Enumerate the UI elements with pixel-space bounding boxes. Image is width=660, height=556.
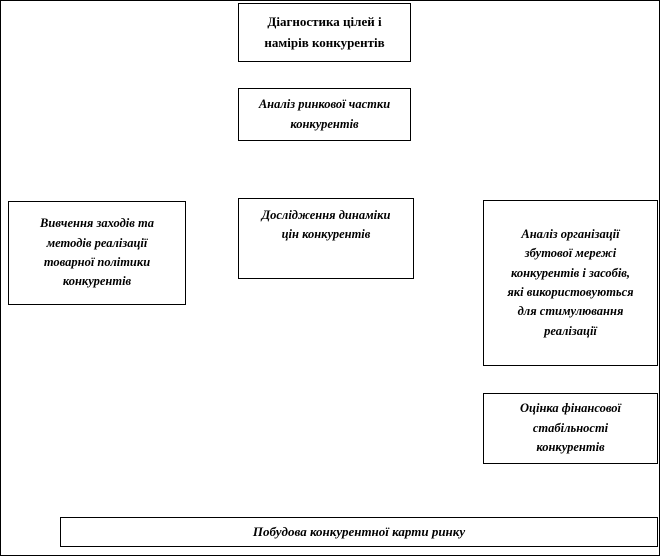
diagram-box-goals-diagnostics: Діагностика цілей і намірів конкурентів [238, 3, 411, 62]
diagram-box-market-share-analysis: Аналіз ринкової частки конкурентів [238, 88, 411, 141]
diagram-box-price-dynamics: Дослідження динаміки цін конкурентів [238, 198, 414, 279]
diagram-box-financial-stability: Оцінка фінансової стабільності конкурент… [483, 393, 658, 464]
diagram-box-sales-network-analysis: Аналіз організації збутової мережі конку… [483, 200, 658, 366]
diagram-box-competitive-map: Побудова конкурентної карти ринку [60, 517, 658, 547]
diagram-box-product-policy-study: Вивчення заходів та методів реалізації т… [8, 201, 186, 305]
